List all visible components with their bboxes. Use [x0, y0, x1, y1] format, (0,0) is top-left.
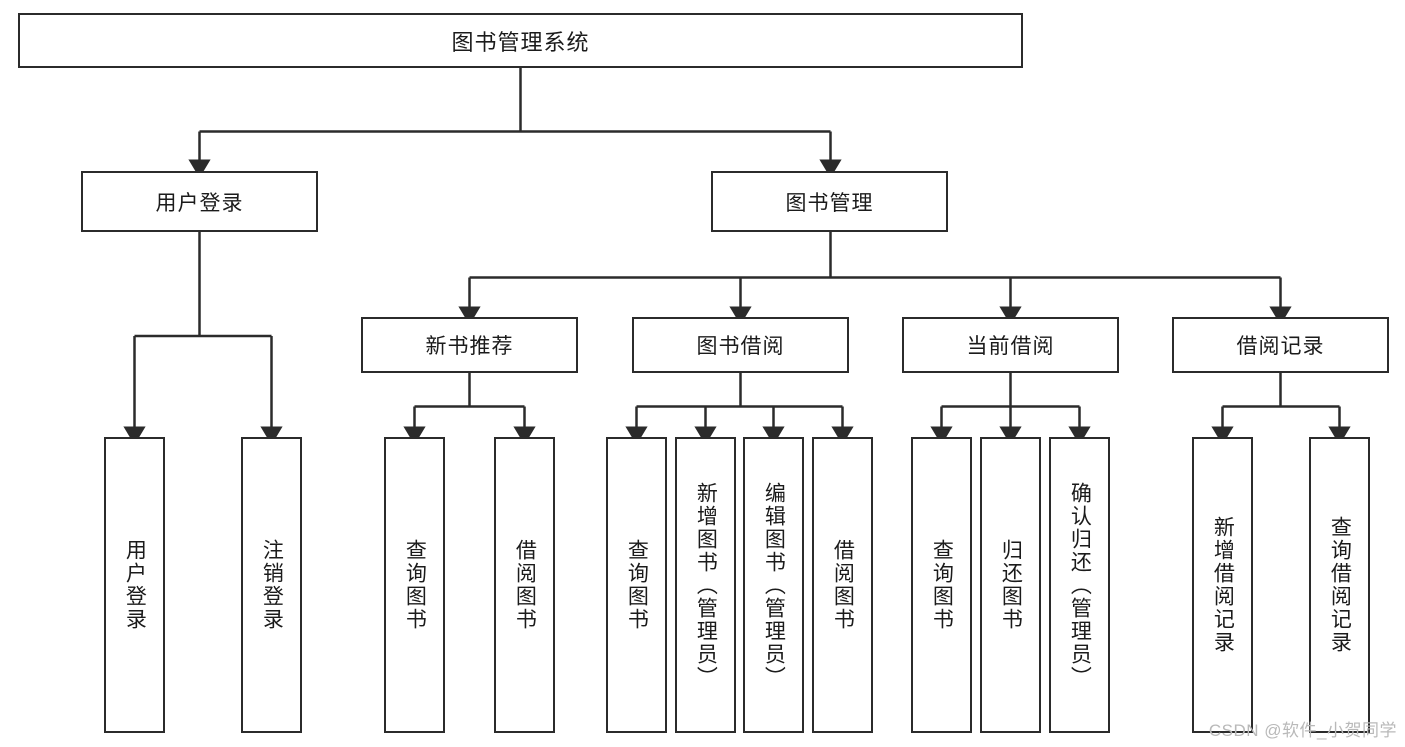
leaf-query-book-current[interactable]: 查询图书: [911, 437, 972, 733]
node-label: 借阅图书: [513, 539, 537, 631]
leaf-add-book-admin[interactable]: 新增图书（管理员）: [675, 437, 736, 733]
node-label: 查询借阅记录: [1328, 516, 1352, 654]
node-label: 用户登录: [123, 539, 147, 631]
node-root-book-management-system[interactable]: 图书管理系统: [18, 13, 1023, 68]
node-label: 图书管理: [785, 191, 874, 215]
node-book-borrow[interactable]: 图书借阅: [632, 317, 849, 373]
node-label: 新增图书（管理员）: [694, 481, 718, 689]
node-label: 确认归还（管理员）: [1068, 481, 1092, 689]
node-label: 当前借阅: [966, 335, 1055, 358]
leaf-borrow-book[interactable]: 借阅图书: [812, 437, 873, 733]
leaf-add-borrow-record[interactable]: 新增借阅记录: [1192, 437, 1253, 733]
node-label: 查询图书: [625, 539, 649, 631]
node-label: 查询图书: [930, 539, 954, 631]
leaf-query-book-recommend[interactable]: 查询图书: [384, 437, 445, 733]
node-current-borrow[interactable]: 当前借阅: [902, 317, 1119, 373]
node-label: 图书管理系统: [451, 29, 590, 55]
leaf-edit-book-admin[interactable]: 编辑图书（管理员）: [743, 437, 804, 733]
node-user-login[interactable]: 用户登录: [81, 171, 318, 232]
node-label: 新书推荐: [425, 335, 514, 358]
leaf-confirm-return-admin[interactable]: 确认归还（管理员）: [1049, 437, 1110, 733]
leaf-logout-login[interactable]: 注销登录: [241, 437, 302, 733]
node-label: 编辑图书（管理员）: [762, 481, 786, 689]
node-book-management[interactable]: 图书管理: [711, 171, 948, 232]
leaf-query-borrow-record[interactable]: 查询借阅记录: [1309, 437, 1370, 733]
leaf-user-login[interactable]: 用户登录: [104, 437, 165, 733]
leaf-return-book[interactable]: 归还图书: [980, 437, 1041, 733]
node-label: 借阅记录: [1236, 335, 1325, 358]
leaf-query-book-borrow[interactable]: 查询图书: [606, 437, 667, 733]
node-label: 查询图书: [403, 539, 427, 631]
node-borrow-record[interactable]: 借阅记录: [1172, 317, 1389, 373]
node-label: 图书借阅: [696, 335, 785, 358]
node-label: 归还图书: [999, 539, 1023, 631]
node-new-book-recommend[interactable]: 新书推荐: [361, 317, 578, 373]
leaf-borrow-book-recommend[interactable]: 借阅图书: [494, 437, 555, 733]
node-label: 注销登录: [260, 539, 284, 631]
node-label: 借阅图书: [831, 539, 855, 631]
node-label: 用户登录: [155, 191, 244, 215]
node-label: 新增借阅记录: [1211, 516, 1235, 654]
watermark-credit: CSDN @软件_小贺同学: [1208, 721, 1397, 740]
